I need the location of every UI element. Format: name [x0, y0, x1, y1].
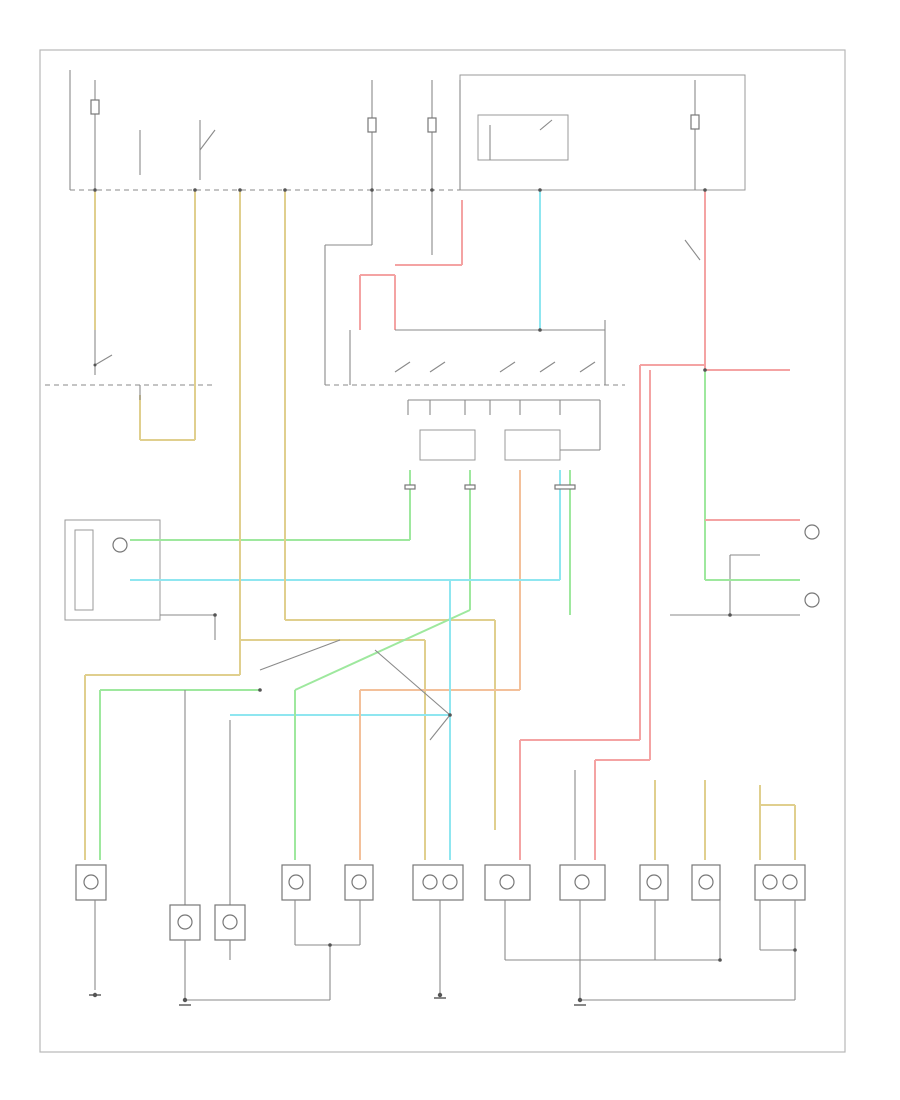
bulb-icon	[804, 592, 820, 608]
bulb-icon	[169, 904, 201, 941]
ground-icon	[574, 997, 586, 1006]
splice-dot-icon	[93, 188, 797, 962]
headlamp-switch-feed	[324, 190, 606, 385]
fuse-icon	[427, 80, 437, 190]
bulb-icon	[691, 864, 721, 901]
bulb-icon	[804, 524, 820, 540]
relay-icon	[477, 114, 569, 161]
bulb-icon	[112, 537, 128, 553]
bulb-icon	[559, 864, 606, 901]
marker-feeds	[519, 190, 820, 860]
ground-icon	[179, 997, 191, 1006]
yellow-feeds	[84, 190, 496, 860]
bulb-icon	[639, 864, 669, 901]
bulb-icon	[412, 864, 464, 901]
ground-icon	[89, 992, 101, 998]
headlamp-switch	[325, 361, 625, 461]
switch-icon	[394, 361, 596, 373]
fuse-icon	[690, 80, 700, 190]
diagram-frame	[39, 49, 846, 1053]
left-switch-area	[45, 190, 215, 441]
switch-icon	[139, 120, 216, 180]
switch-outputs	[404, 470, 576, 690]
ground-icon	[434, 992, 446, 999]
bulb-icon	[214, 904, 246, 941]
rear-lamp-feeds	[654, 780, 796, 860]
bulb-icon	[281, 864, 311, 901]
ground-returns	[89, 900, 796, 1006]
lamp-row	[75, 864, 806, 941]
bulb-icon	[754, 864, 806, 901]
fuse-icon	[367, 80, 377, 190]
bulb-icon	[344, 864, 374, 901]
instrument-cluster	[64, 519, 560, 640]
bulb-icon	[484, 864, 531, 901]
fuse-icon	[90, 80, 100, 190]
bulb-icon	[75, 864, 107, 901]
lamp-feed-wires	[99, 580, 576, 960]
fuse-box-area	[69, 70, 746, 191]
connector-icon	[404, 484, 576, 490]
